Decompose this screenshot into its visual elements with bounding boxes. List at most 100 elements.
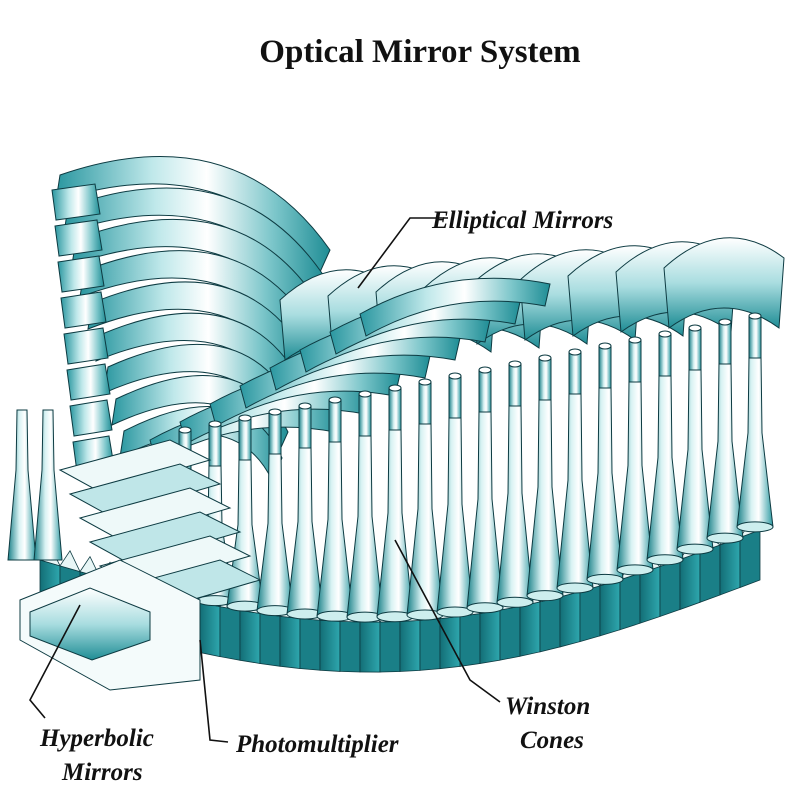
cone-base xyxy=(586,573,624,585)
left-slat xyxy=(66,363,111,401)
winston-cone xyxy=(676,324,714,555)
winston-cone xyxy=(436,372,474,618)
base-segment xyxy=(479,609,501,665)
photomultiplier-tube xyxy=(388,387,402,431)
base-segment xyxy=(499,605,521,661)
cone-body xyxy=(286,445,324,615)
middle-mirror-band xyxy=(359,277,551,337)
winston-cone xyxy=(646,330,684,566)
winston-cones-label-line2: Cones xyxy=(520,727,584,754)
base-segment xyxy=(419,618,441,671)
base-segment xyxy=(599,579,621,637)
base-segment xyxy=(379,621,401,673)
left-slat xyxy=(69,399,113,437)
cone-body xyxy=(676,367,714,550)
base-segment xyxy=(219,606,241,661)
middle-elliptical-mirror-bank xyxy=(149,277,551,463)
photomultiplier-tube xyxy=(358,393,372,437)
tube-cap xyxy=(598,342,612,350)
winston-cone xyxy=(556,348,594,594)
photomultiplier-tube xyxy=(748,315,762,359)
winston-cone xyxy=(466,366,504,614)
base-segment xyxy=(539,596,561,653)
base-segment xyxy=(579,585,601,643)
tube-cap xyxy=(718,318,732,326)
hyperbolic-mirror-slab xyxy=(78,487,232,541)
winston-cone xyxy=(7,409,37,561)
photomultiplier-tube xyxy=(238,417,252,461)
diagram-title: Optical Mirror System xyxy=(259,34,580,70)
base-segment xyxy=(359,621,381,673)
winston-cone xyxy=(376,384,414,623)
winston-cone xyxy=(33,409,63,561)
cone-body xyxy=(256,451,294,612)
tube-cap xyxy=(388,384,402,392)
photomultiplier-tube xyxy=(298,405,312,449)
base-segment xyxy=(199,602,221,658)
cone-body xyxy=(496,403,534,603)
tube-cap xyxy=(658,330,672,338)
cone-body xyxy=(526,397,564,597)
base-segment xyxy=(459,613,481,667)
winston-cone xyxy=(736,312,774,533)
cone-body xyxy=(466,409,504,609)
hyperbolic-leader xyxy=(29,604,81,719)
base-segment xyxy=(619,572,641,631)
winston-cones-label-line1: Winston xyxy=(505,693,590,720)
cone-body xyxy=(616,379,654,571)
photomultiplier-tube xyxy=(718,321,732,365)
base-segment xyxy=(319,619,341,672)
cone-base xyxy=(556,582,594,594)
photomultiplier-tube xyxy=(658,333,672,377)
tube-cap xyxy=(568,348,582,356)
cone-body xyxy=(646,373,684,561)
cone-base xyxy=(526,590,564,602)
photomultiplier-tube xyxy=(628,339,642,383)
upper-mirror-band xyxy=(55,156,331,273)
cone-body xyxy=(586,385,624,580)
photomultiplier-tube xyxy=(418,381,432,425)
base-segment xyxy=(719,536,741,596)
tube-cap xyxy=(178,426,192,434)
winston-cone xyxy=(616,336,654,576)
base-segment xyxy=(259,613,281,667)
tube-cap xyxy=(688,324,702,332)
cone-body xyxy=(406,421,444,616)
winston-cone xyxy=(586,342,624,585)
photomultiplier-tube xyxy=(328,399,342,443)
photomultiplier-tube xyxy=(598,345,612,389)
photomultiplier-tube xyxy=(448,375,462,419)
photomultiplier-tube xyxy=(538,357,552,401)
cone-body xyxy=(556,391,594,589)
hyperbolic-mirrors-label-line2: Mirrors xyxy=(61,759,143,786)
tube-cap xyxy=(478,366,492,374)
cone-base xyxy=(646,554,684,566)
hyperbolic-mirror-slab xyxy=(88,511,242,565)
tube-cap xyxy=(628,336,642,344)
photomultiplier-tube xyxy=(208,423,222,467)
photomultiplier-label: Photomultiplier xyxy=(235,731,399,758)
winston-cone xyxy=(706,318,744,544)
base-segment xyxy=(519,601,541,657)
cone-body xyxy=(7,409,37,561)
cone-base xyxy=(616,564,654,576)
tube-cap xyxy=(268,408,282,416)
base-segment xyxy=(659,558,681,618)
cone-base xyxy=(706,532,744,544)
photomultiplier-tube xyxy=(478,369,492,413)
tube-cap xyxy=(238,414,252,422)
cone-base xyxy=(436,606,474,618)
base-segment xyxy=(279,615,301,669)
photomultiplier-tube xyxy=(688,327,702,371)
winston-cone xyxy=(526,354,564,602)
cone-body xyxy=(736,355,774,528)
left-slat xyxy=(57,255,105,293)
tube-cap xyxy=(208,420,222,428)
base-segment xyxy=(339,620,361,673)
cone-body xyxy=(376,427,414,618)
left-slat xyxy=(60,291,107,329)
leader-lines xyxy=(29,217,501,743)
winston-cone xyxy=(286,402,324,620)
base-tooth xyxy=(59,550,81,573)
